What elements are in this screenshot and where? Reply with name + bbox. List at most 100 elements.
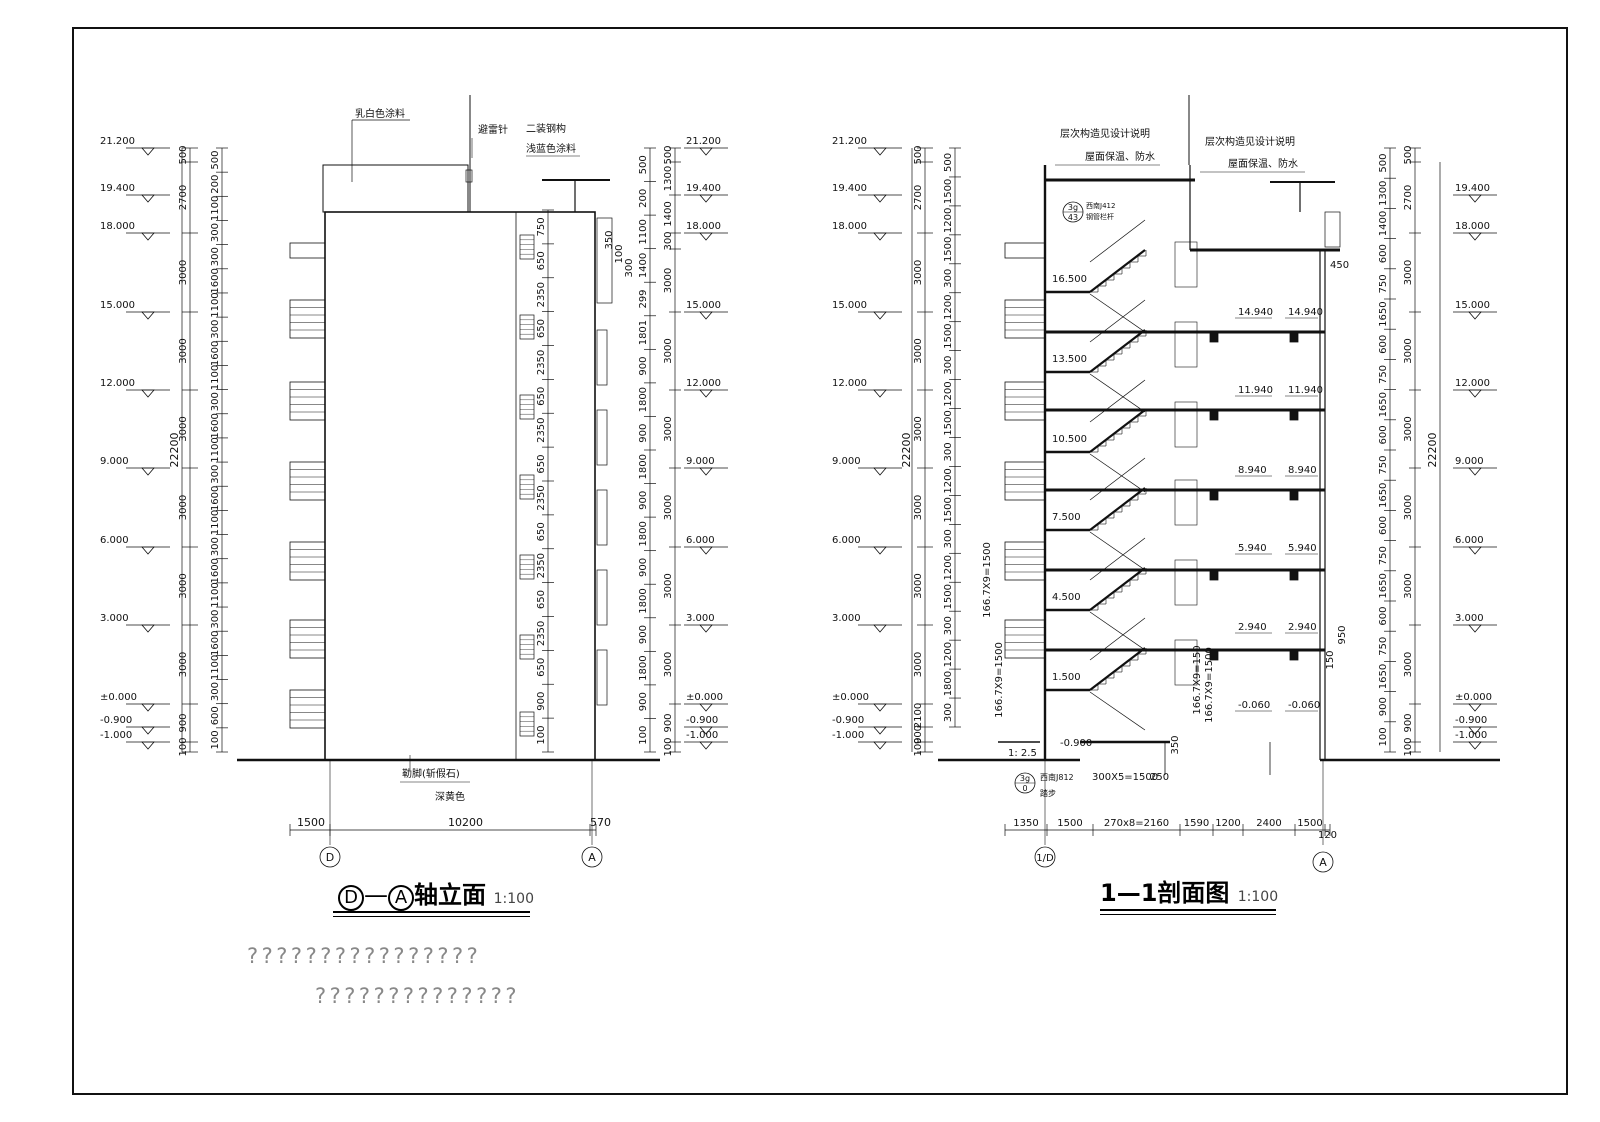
left-elev-inner-dims-dim-6: 1100 <box>210 292 221 317</box>
left-elev-balcony-0 <box>289 299 326 339</box>
left-view-scale: 1:100 <box>493 891 534 907</box>
left-elev-level-right-7-label: 3.000 <box>686 613 715 624</box>
left-elev-right-dims-2-dim-4: 3000 <box>663 268 674 293</box>
left-elev-level-left-2-triangle <box>141 232 155 241</box>
section-total-dim: 22200 <box>900 433 913 468</box>
section-level-left-6-triangle <box>873 546 887 555</box>
section-balcony-1 <box>1004 381 1046 421</box>
section-stair-flight-2 <box>1089 409 1146 453</box>
section-handrail-lower-0 <box>1089 293 1146 333</box>
section-outer-dims-dim-1: 2700 <box>913 185 924 210</box>
section-level-left-7-triangle <box>873 624 887 633</box>
section-bottom-dim-5: 2400 <box>1256 818 1281 829</box>
left-elev-level-right-8-triangle <box>699 703 713 712</box>
section-handrail-5 <box>1089 617 1146 661</box>
section-right-dims-1-dim-8: 1650 <box>1378 392 1389 417</box>
section-beam-0 <box>1209 331 1219 343</box>
left-elev-level-left-8-label: ±0.000 <box>100 692 137 703</box>
section-right-dims-1-dim-14: 1650 <box>1378 573 1389 598</box>
section-handrail-lower-5 <box>1089 691 1146 731</box>
section-level-right-6-label: 3.000 <box>1455 613 1484 624</box>
section-handrail-1 <box>1089 299 1146 343</box>
left-elev-balcony-4 <box>289 619 326 659</box>
section-outer-dims-dim-7: 3000 <box>913 652 924 677</box>
left-elev-level-right-8-label: ±0.000 <box>686 692 723 703</box>
left-elev-window-dims-dim-5: 650 <box>536 387 547 406</box>
garbled-text-line-1: ???????????????? <box>246 944 481 968</box>
left-elev-axis-a-label: A <box>588 851 596 864</box>
section-level-left-8-triangle <box>873 703 887 712</box>
section-floor-level-b-1: 11.940 <box>1288 385 1323 396</box>
left-elev-level-right-0-triangle <box>699 147 713 156</box>
left-elev-inner-dims-dim-14: 1600 <box>210 486 221 511</box>
left-elev-right-dims-1-dim-5: 1801 <box>638 320 649 345</box>
section-right-dims-2-dim-8: 900 <box>1403 713 1414 732</box>
section-balcony-3 <box>1004 541 1046 581</box>
section-floor-level-b-2: 8.940 <box>1288 465 1317 476</box>
section-floor-level-b-3: 5.940 <box>1288 543 1317 554</box>
left-elev-right-dims-1-dim-6: 900 <box>638 357 649 376</box>
left-elev-side-window-3 <box>596 569 608 626</box>
section-stair-level-0: 16.500 <box>1052 274 1087 285</box>
section-level-left-10-triangle <box>873 741 887 750</box>
left-elev-total-dim: 22200 <box>168 433 181 468</box>
left-elev-right-dims-2-dim-11: 100 <box>663 737 674 756</box>
section-step-note-2: 踏步 <box>1040 788 1056 798</box>
left-elev-top-side-window <box>596 217 613 304</box>
section-stair-note-1: 166.7X9=1500 <box>982 542 993 618</box>
section-handrail-0 <box>1089 219 1146 263</box>
section-right-dims-1-dim-6: 600 <box>1378 335 1389 354</box>
section-stair-door-4 <box>1174 559 1198 606</box>
left-elev-window-dims-dim-1: 650 <box>536 251 547 270</box>
section-inner-dims-dim-1: 1500 <box>943 179 954 204</box>
section-bottom-dim-7: 120 <box>1318 830 1337 841</box>
section-inner-dims-dim-3: 1500 <box>943 237 954 262</box>
section-inner-dims-dim-17: 1200 <box>943 642 954 667</box>
left-elev-right-dims-2-dim-1: 1300 <box>663 166 674 191</box>
section-roof-note-2: 屋面保温、防水 <box>1085 150 1155 163</box>
left-elev-level-right-4-label: 12.000 <box>686 378 721 389</box>
section-right-dims-2-dim-9: 100 <box>1403 737 1414 756</box>
section-level-left-2-label: 18.000 <box>832 221 867 232</box>
section-outer-dims-dim-8: 2100 <box>913 703 924 728</box>
left-elev-inner-dims-dim-23: 600 <box>210 706 221 725</box>
section-level-right-2-label: 15.000 <box>1455 300 1490 311</box>
section-outer-dims-dim-5: 3000 <box>913 495 924 520</box>
section-level-right-3-triangle <box>1468 389 1482 398</box>
section-stair-door-1 <box>1174 321 1198 368</box>
section-floor-level-b-4: 2.940 <box>1288 622 1317 633</box>
left-elev-level-left-1-triangle <box>141 194 155 203</box>
section-stair-flight-1 <box>1089 329 1146 373</box>
left-elev-balcony-2 <box>289 461 326 501</box>
left-elev-inner-dims-dim-12: 1100 <box>210 437 221 462</box>
section-beam-b-4 <box>1289 649 1299 661</box>
section-stair-flight-5 <box>1089 647 1146 691</box>
section-beam-2 <box>1209 489 1219 501</box>
left-elev-level-right-10-triangle <box>699 741 713 750</box>
section-inner-dims-dim-9: 1500 <box>943 410 954 435</box>
section-level-left-4-label: 12.000 <box>832 378 867 389</box>
right-title-underline <box>1100 909 1276 911</box>
left-elev-level-left-3-label: 15.000 <box>100 300 135 311</box>
left-elev-right-dims-2-dim-10: 900 <box>663 713 674 732</box>
left-elev-right-dims-1-dim-14: 900 <box>638 625 649 644</box>
left-elev-level-right-1-triangle <box>699 194 713 203</box>
left-elev-inner-dims-dim-22: 300 <box>210 682 221 701</box>
left-elev-lightning-box <box>465 169 473 183</box>
section-level-right-1-label: 18.000 <box>1455 221 1490 232</box>
section-floor-level-a-0: 14.940 <box>1238 307 1273 318</box>
section-outer-dims-dim-3: 3000 <box>913 338 924 363</box>
left-elev-window-dims-dim-6: 2350 <box>536 417 547 442</box>
left-elev-right-dims-1-dim-13: 1800 <box>638 588 649 613</box>
left-elev-level-left-4-triangle <box>141 389 155 398</box>
left-elev-inner-dims-dim-16: 300 <box>210 537 221 556</box>
left-elev-outer-dims-dim-9: 100 <box>178 737 189 756</box>
left-elev-steel-note-2: 浅蓝色涂料 <box>526 142 576 155</box>
section-small-dim-1: 950 <box>1337 625 1348 644</box>
section-level-right-8-triangle <box>1468 726 1482 735</box>
section-axis-a-label: A <box>1319 856 1327 869</box>
left-elev-right-dims-1-dim-15: 1800 <box>638 655 649 680</box>
left-elev-inner-dims-dim-21: 1100 <box>210 655 221 680</box>
left-elev-level-right-9-label: -0.900 <box>686 715 718 726</box>
left-elev-level-right-7-triangle <box>699 624 713 633</box>
